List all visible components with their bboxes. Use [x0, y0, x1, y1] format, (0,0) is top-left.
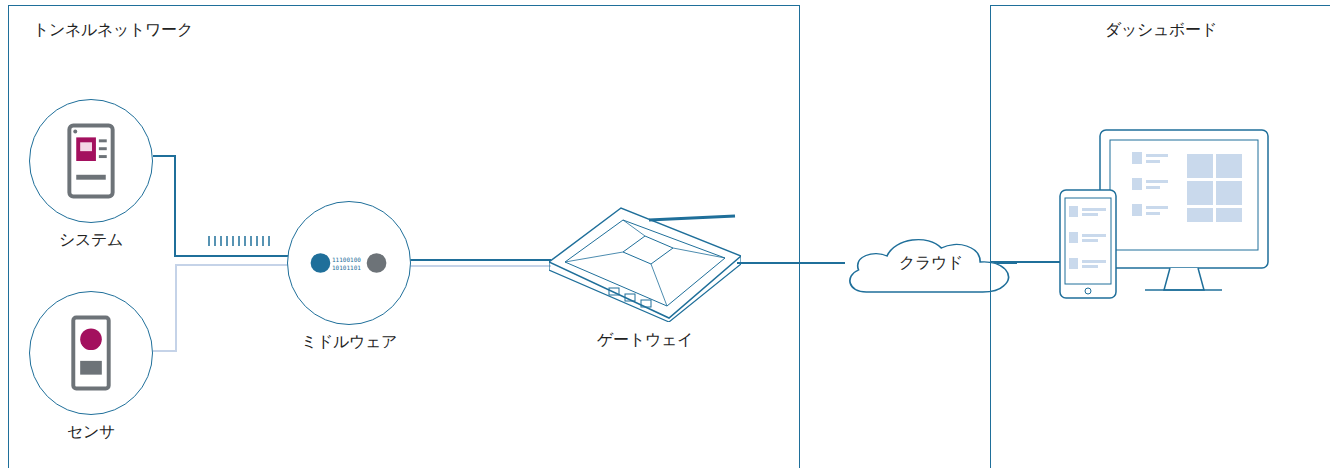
connector — [153, 156, 290, 256]
system-icon — [30, 100, 152, 222]
connector — [153, 265, 290, 351]
wire — [990, 261, 1060, 263]
binary-label: 10101101 — [332, 264, 361, 271]
region-title: トンネルネットワーク — [33, 20, 193, 41]
node-label: センサ — [67, 422, 115, 443]
binary-label: 11100100 — [332, 256, 361, 263]
node-label: システム — [59, 230, 123, 251]
gateway-device: ゲートウェイ — [549, 204, 741, 322]
phone-illustration — [1060, 190, 1116, 298]
node-label: ミドルウェア — [301, 332, 397, 353]
cloud-label: クラウド — [843, 253, 1019, 274]
node-label: ゲートウェイ — [597, 330, 693, 351]
sensor-icon — [30, 292, 152, 414]
region-title: ダッシュボード — [991, 20, 1330, 41]
connector — [410, 260, 551, 266]
middleware-circle: ミドルウェア1110010010101101 — [287, 201, 411, 325]
gateway-illustration — [549, 204, 741, 322]
sensor-circle: センサ — [29, 291, 153, 415]
connector — [737, 263, 845, 264]
system-circle: システム — [29, 99, 153, 223]
middleware-icon — [288, 202, 410, 324]
dashboard-region: ダッシュボード — [990, 5, 1330, 468]
monitor-illustration — [1100, 130, 1268, 290]
cloud-shape: クラウド — [843, 232, 1019, 294]
data-ticks — [209, 236, 269, 246]
network-region: トンネルネットワークシステムセンサミドルウェア1110010010101101ゲ… — [8, 5, 800, 468]
